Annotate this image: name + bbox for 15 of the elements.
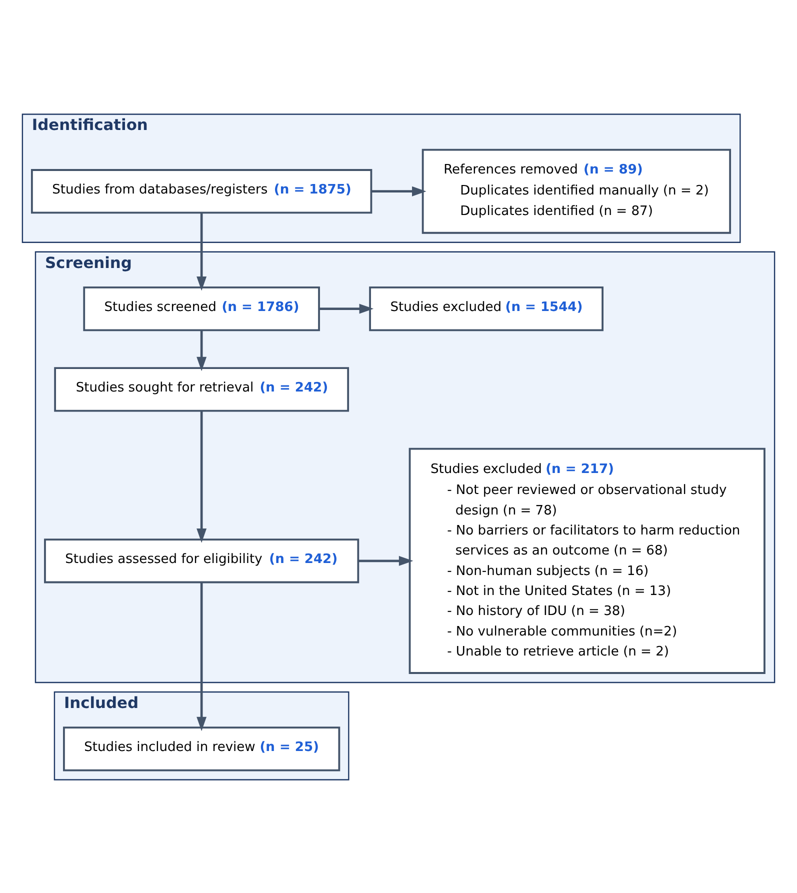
arrow [358,555,414,566]
node-box: Studies assessed for eligibility (n = 242) [44,538,360,583]
node-box: Studies screened (n = 1786) [83,286,320,331]
arrow [196,410,207,542]
node-box: Studies sought for retrieval (n = 242) [54,366,350,412]
node-box: Studies from databases/registers (n = 1875) [30,168,372,214]
arrow [196,330,207,371]
node-box: Studies excluded (n = 217) - Not peer reviewed or observational study design (n = 78) - No barriers or facilitators to harm reduction services as an outcome (n = 68) - Non-human subjects (n = 16) - Not in the United States (n = 13) - No history of IDU (n = 38) - No vulnerable communities (n=2) - Unable to retrieve article (n = 2) [408,447,766,674]
arrow [196,582,207,731]
node-box: Studies excluded (n = 1544) [369,286,604,331]
arrow [319,303,374,314]
node-box: Studies included in review (n = 25) [63,726,340,771]
arrow [371,186,426,196]
node-box: References removed (n = 89) Duplicates identified manually (n = 2) Duplicates identified (n = 87) [422,148,732,234]
arrow [196,212,207,290]
